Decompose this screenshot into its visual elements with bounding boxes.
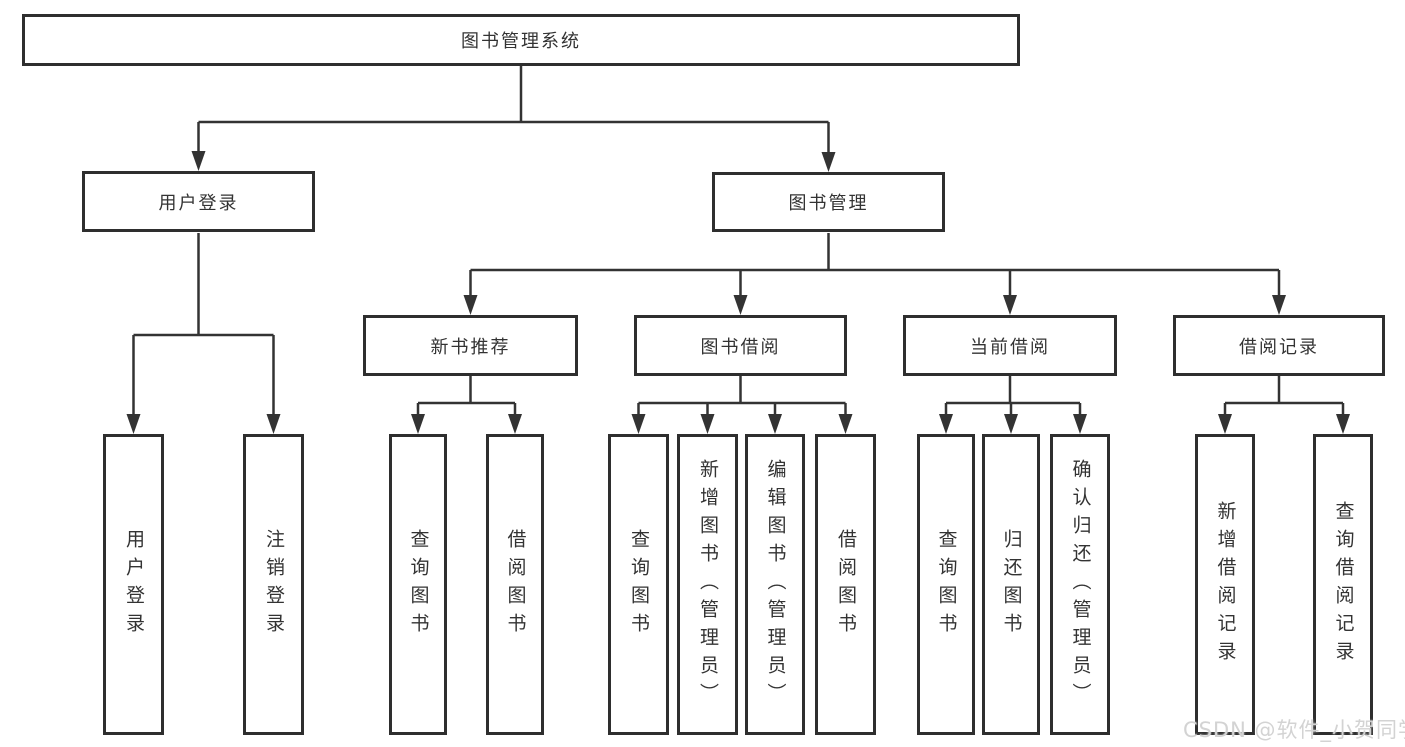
node-new-book-recommend: 新书推荐: [363, 315, 578, 376]
csdn-watermark: CSDN @软件_小贺同学: [1183, 718, 1405, 742]
leaf-rc-add-record-label: 新增借阅记录: [1214, 500, 1237, 669]
node-root-system: 图书管理系统: [22, 14, 1020, 66]
leaf-nb-borrow-books: 借阅图书: [486, 434, 544, 735]
leaf-logout: 注销登录: [243, 434, 304, 735]
leaf-bw-edit-books-admin-label: 编辑图书（管理员）: [764, 458, 787, 711]
leaf-bw-query-books: 查询图书: [608, 434, 669, 735]
leaf-nb-borrow-books-label: 借阅图书: [504, 528, 527, 641]
leaf-rc-query-record-label: 查询借阅记录: [1332, 500, 1355, 669]
leaf-rc-query-record: 查询借阅记录: [1313, 434, 1373, 735]
leaf-bw-borrow-books-label: 借阅图书: [835, 528, 857, 641]
leaf-rc-add-record: 新增借阅记录: [1195, 434, 1255, 735]
leaf-logout-label: 注销登录: [263, 528, 285, 641]
leaf-bw-edit-books-admin: 编辑图书（管理员）: [745, 434, 805, 735]
leaf-cu-query-books: 查询图书: [917, 434, 975, 735]
node-book-management: 图书管理: [712, 172, 945, 232]
leaf-user-login: 用户登录: [103, 434, 164, 735]
leaf-bw-borrow-books: 借阅图书: [815, 434, 876, 735]
node-book-borrowing: 图书借阅: [634, 315, 847, 376]
node-user-login: 用户登录: [82, 171, 315, 232]
leaf-bw-add-books-admin-label: 新增图书（管理员）: [697, 458, 719, 711]
leaf-cu-confirm-return-admin-label: 确认归还（管理员）: [1069, 458, 1092, 711]
leaf-bw-query-books-label: 查询图书: [628, 528, 650, 641]
leaf-user-login-label: 用户登录: [123, 528, 145, 641]
leaf-cu-query-books-label: 查询图书: [935, 528, 958, 641]
leaf-cu-return-books-label: 归还图书: [1000, 528, 1023, 641]
leaf-nb-query-books-label: 查询图书: [407, 528, 430, 641]
node-current-borrowing: 当前借阅: [903, 315, 1117, 376]
leaf-nb-query-books: 查询图书: [389, 434, 447, 735]
leaf-cu-return-books: 归还图书: [982, 434, 1040, 735]
leaf-cu-confirm-return-admin: 确认归还（管理员）: [1050, 434, 1110, 735]
node-borrowing-records: 借阅记录: [1173, 315, 1385, 376]
leaf-bw-add-books-admin: 新增图书（管理员）: [677, 434, 738, 735]
